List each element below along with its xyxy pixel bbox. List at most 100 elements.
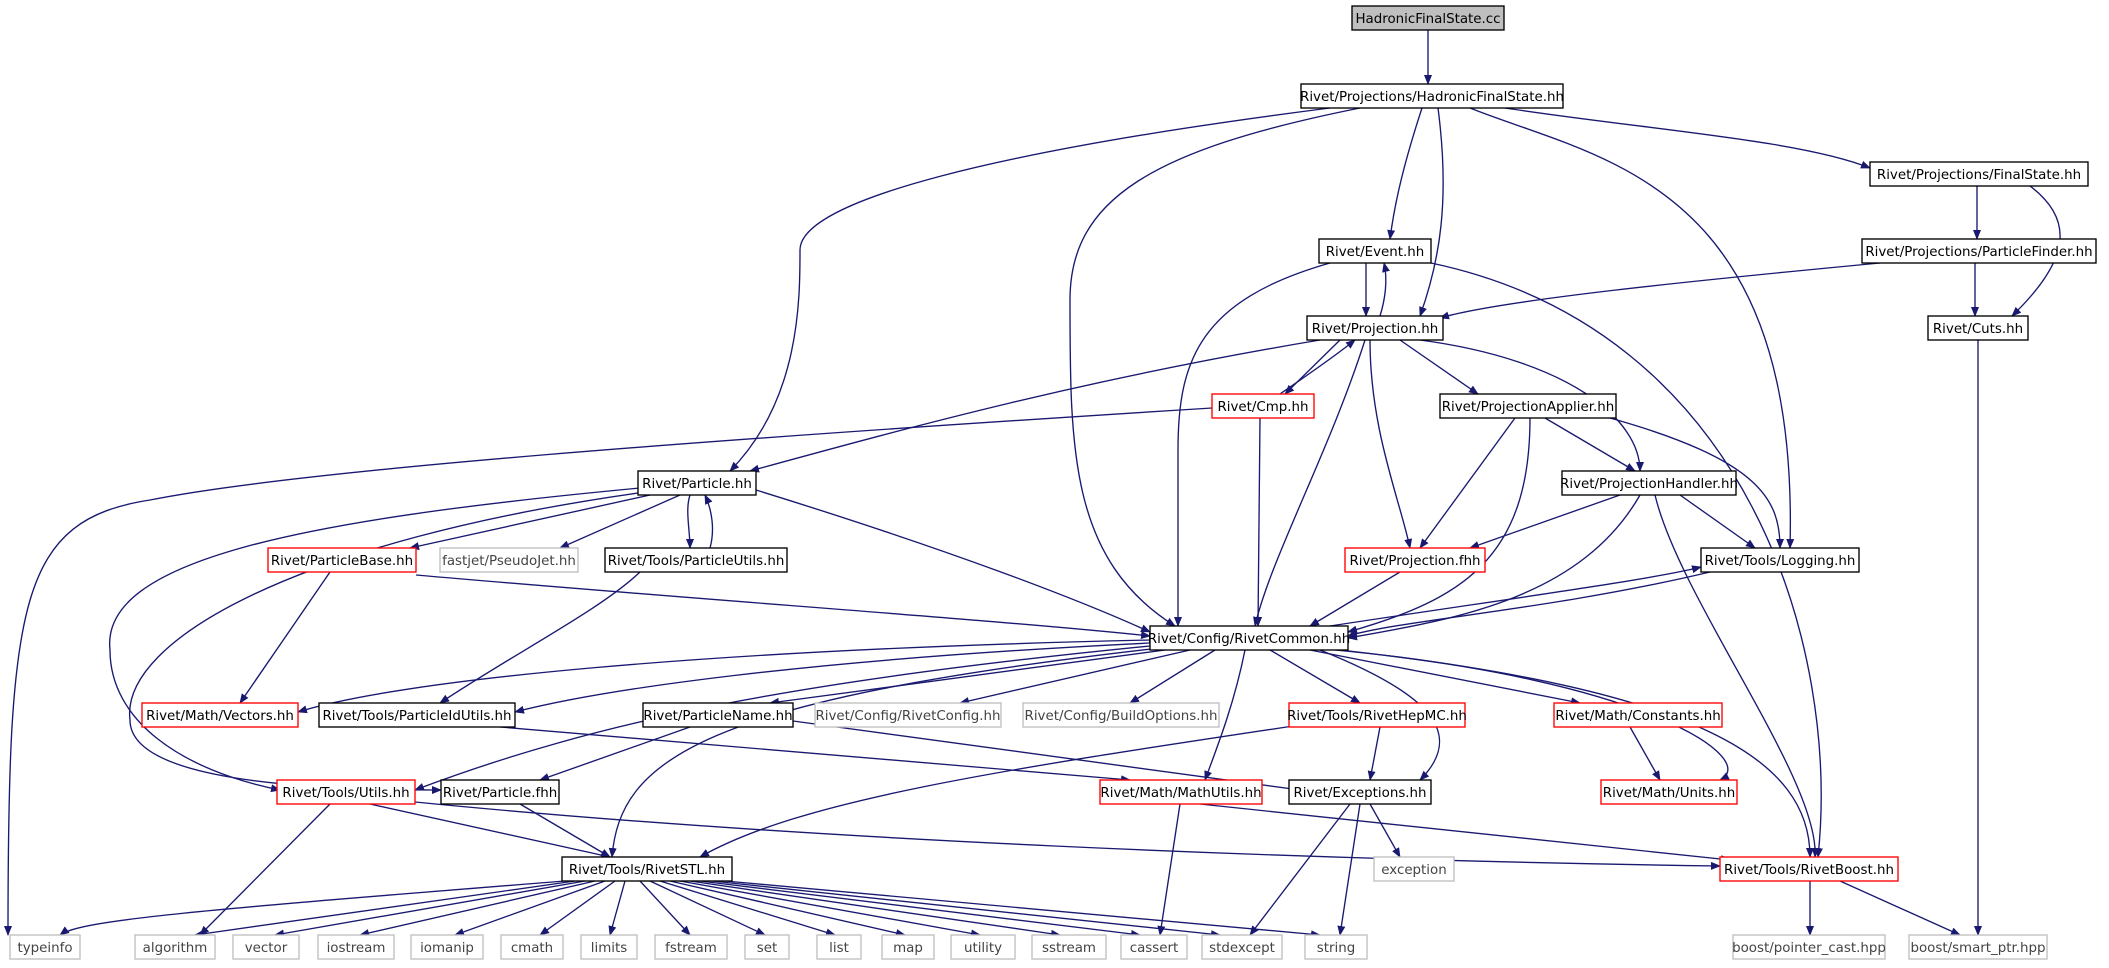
node-label: Rivet/Math/Constants.hh (1555, 709, 1720, 724)
node-rivet-tools-particleutils-hh[interactable]: Rivet/Tools/ParticleUtils.hh (604, 547, 788, 573)
node-rivet-event-hh[interactable]: Rivet/Event.hh (1318, 238, 1432, 264)
edge-rivet-config-rivetcommon-hh-to-rivet-config-buildoptions-hh (1129, 649, 1216, 704)
node-rivet-particlebase-hh[interactable]: Rivet/ParticleBase.hh (267, 547, 417, 573)
node-cassert: cassert (1120, 934, 1188, 960)
edge-rivet-projections-particlefinder-hh-to-rivet-projection-hh (1439, 262, 1881, 320)
node-rivet-particle-fhh[interactable]: Rivet/Particle.fhh (440, 779, 560, 805)
node-box (1304, 934, 1368, 960)
node-box (654, 934, 728, 960)
node-rivet-projectionhandler-hh[interactable]: Rivet/ProjectionHandler.hh (1560, 470, 1738, 496)
node-box (276, 779, 416, 805)
node-label: Rivet/Tools/ParticleUtils.hh (608, 554, 785, 569)
edge-rivet-tools-utils-hh-to-rivet-tools-rivetstl-hh (369, 803, 611, 859)
node-rivet-projection-hh[interactable]: Rivet/Projection.hh (1306, 315, 1444, 341)
node-rivet-tools-rivetboost-hh[interactable]: Rivet/Tools/RivetBoost.hh (1719, 856, 1899, 882)
edge-rivet-projections-hadronicfinalstate-hh-to-rivet-config-rivetcommon-hh (1069, 107, 1361, 627)
node-label: Rivet/Tools/Utils.hh (282, 786, 409, 801)
node-label: iostream (327, 941, 386, 956)
edge-rivet-cmp-hh-to-rivet-projection-hh (1279, 339, 1356, 395)
node-rivet-projections-finalstate-hh[interactable]: Rivet/Projections/FinalState.hh (1869, 161, 2089, 187)
node-rivet-particle-hh[interactable]: Rivet/Particle.hh (637, 470, 757, 496)
node-rivet-config-rivetcommon-hh[interactable]: Rivet/Config/RivetCommon.hh (1148, 625, 1350, 651)
node-label: Rivet/Particle.hh (642, 477, 752, 492)
node-limits: limits (580, 934, 638, 960)
edge-rivet-config-rivetcommon-hh-to-rivet-math-vectors-hh (297, 639, 1151, 714)
edge-rivet-particle-hh-to-rivet-tools-utils-hh (109, 487, 641, 793)
edge-rivet-projection-hh-to-rivet-projectionapplier-hh (1399, 339, 1479, 395)
node-box (500, 934, 564, 960)
node-box (1120, 934, 1188, 960)
node-rivet-projection-fhh[interactable]: Rivet/Projection.fhh (1344, 547, 1486, 573)
node-box (317, 934, 395, 960)
node-label: Rivet/Projection.fhh (1349, 554, 1480, 569)
node-label: fastjet/PseudoJet.hh (442, 554, 576, 569)
node-label: boost/smart_ptr.hpp (1910, 941, 2045, 956)
node-box (744, 934, 790, 960)
node-rivet-math-constants-hh[interactable]: Rivet/Math/Constants.hh (1553, 702, 1723, 728)
node-label: string (1317, 941, 1355, 956)
node-rivet-tools-particleidutils-hh[interactable]: Rivet/Tools/ParticleIdUtils.hh (318, 702, 516, 728)
node-label: Rivet/Math/MathUtils.hh (1100, 786, 1261, 801)
node-label: Rivet/Tools/ParticleIdUtils.hh (322, 709, 511, 724)
edge-rivet-projectionhandler-hh-to-rivet-projection-fhh (1469, 494, 1621, 549)
edge-rivet-event-hh-to-rivet-tools-rivetboost-hh (1430, 262, 1823, 858)
node-rivet-cuts-hh[interactable]: Rivet/Cuts.hh (1927, 315, 2029, 341)
edge-rivet-particle-fhh-to-rivet-tools-rivetstl-hh (519, 803, 611, 858)
node-sstream: sstream (1031, 934, 1107, 960)
node-rivet-projectionapplier-hh[interactable]: Rivet/ProjectionApplier.hh (1439, 393, 1617, 419)
edge-rivet-math-mathutils-hh-to-rivet-tools-rivetboost-hh (1199, 803, 1731, 864)
edge-rivet-particle-hh-to-rivet-config-rivetcommon-hh (755, 489, 1151, 633)
edge-rivet-projections-hadronicfinalstate-hh-to-rivet-projections-finalstate-hh (1504, 107, 1871, 169)
edge-rivet-projection-hh-to-rivet-projection-fhh (1369, 339, 1413, 549)
node-box (1201, 934, 1283, 960)
node-rivet-math-vectors-hh[interactable]: Rivet/Math/Vectors.hh (141, 702, 299, 728)
node-box (1300, 83, 1564, 109)
node-list: list (816, 934, 862, 960)
node-rivet-projections-hadronicfinalstate-hh[interactable]: Rivet/Projections/HadronicFinalState.hh (1300, 83, 1564, 109)
node-label: exception (1381, 863, 1446, 878)
node-label: Rivet/Tools/RivetSTL.hh (569, 863, 725, 878)
node-label: Rivet/Tools/Logging.hh (1705, 554, 1856, 569)
node-label: Rivet/Exceptions.hh (1293, 786, 1426, 801)
node-hadronicfinalstate-cc[interactable]: HadronicFinalState.cc (1351, 5, 1505, 31)
node-label: boost/pointer_cast.hpp (1732, 941, 1886, 956)
edge-rivet-tools-rivetstl-hh-to-list (659, 880, 836, 937)
edge-rivet-tools-particleutils-hh-to-rivet-particle-hh (704, 494, 714, 549)
node-box (1288, 779, 1432, 805)
edge-rivet-projectionapplier-hh-to-rivet-projection-fhh (1419, 417, 1516, 549)
edge-rivet-tools-rivetstl-hh-to-vector (274, 880, 586, 938)
node-rivet-particlename-hh[interactable]: Rivet/ParticleName.hh (642, 702, 794, 728)
node-box (318, 702, 516, 728)
node-rivet-math-units-hh[interactable]: Rivet/Math/Units.hh (1600, 779, 1738, 805)
node-rivet-tools-utils-hh[interactable]: Rivet/Tools/Utils.hh (276, 779, 416, 805)
node-vector: vector (232, 934, 300, 960)
node-label: Rivet/Cuts.hh (1933, 322, 2023, 337)
node-rivet-cmp-hh[interactable]: Rivet/Cmp.hh (1211, 393, 1315, 419)
node-rivet-tools-rivetstl-hh[interactable]: Rivet/Tools/RivetSTL.hh (561, 856, 733, 882)
edge-rivet-projections-hadronicfinalstate-hh-to-rivet-event-hh (1387, 107, 1423, 240)
edge-rivet-config-rivetcommon-hh-to-rivet-math-constants-hh (1309, 649, 1581, 706)
node-label: Rivet/Event.hh (1326, 245, 1425, 260)
node-label: Rivet/Tools/RivetHepMC.hh (1287, 709, 1467, 724)
node-rivet-exceptions-hh[interactable]: Rivet/Exceptions.hh (1288, 779, 1432, 805)
node-box (1732, 934, 1886, 960)
edge-rivet-particle-hh-to-rivet-tools-particleutils-hh (685, 494, 694, 549)
node-box (1031, 934, 1107, 960)
node-rivet-tools-rivethepmc-hh[interactable]: Rivet/Tools/RivetHepMC.hh (1287, 702, 1467, 728)
edge-rivet-tools-rivetstl-hh-to-cmath (539, 880, 616, 936)
dependency-edges (4, 30, 2061, 939)
node-stdexcept: stdexcept (1201, 934, 1283, 960)
node-box (1861, 238, 2097, 264)
edge-rivet-tools-rivetstl-hh-to-set (649, 880, 766, 936)
node-label: limits (591, 941, 627, 956)
node-rivet-projections-particlefinder-hh[interactable]: Rivet/Projections/ParticleFinder.hh (1861, 238, 2097, 264)
node-rivet-tools-logging-hh[interactable]: Rivet/Tools/Logging.hh (1700, 547, 1860, 573)
node-label: HadronicFinalState.cc (1355, 12, 1500, 27)
node-rivet-math-mathutils-hh[interactable]: Rivet/Math/MathUtils.hh (1099, 779, 1263, 805)
node-box (232, 934, 300, 960)
edge-rivet-tools-rivethepmc-hh-to-rivet-exceptions-hh (1367, 726, 1381, 781)
node-box (1211, 393, 1315, 419)
node-label: Rivet/ParticleName.hh (643, 709, 792, 724)
node-box (1561, 470, 1737, 496)
